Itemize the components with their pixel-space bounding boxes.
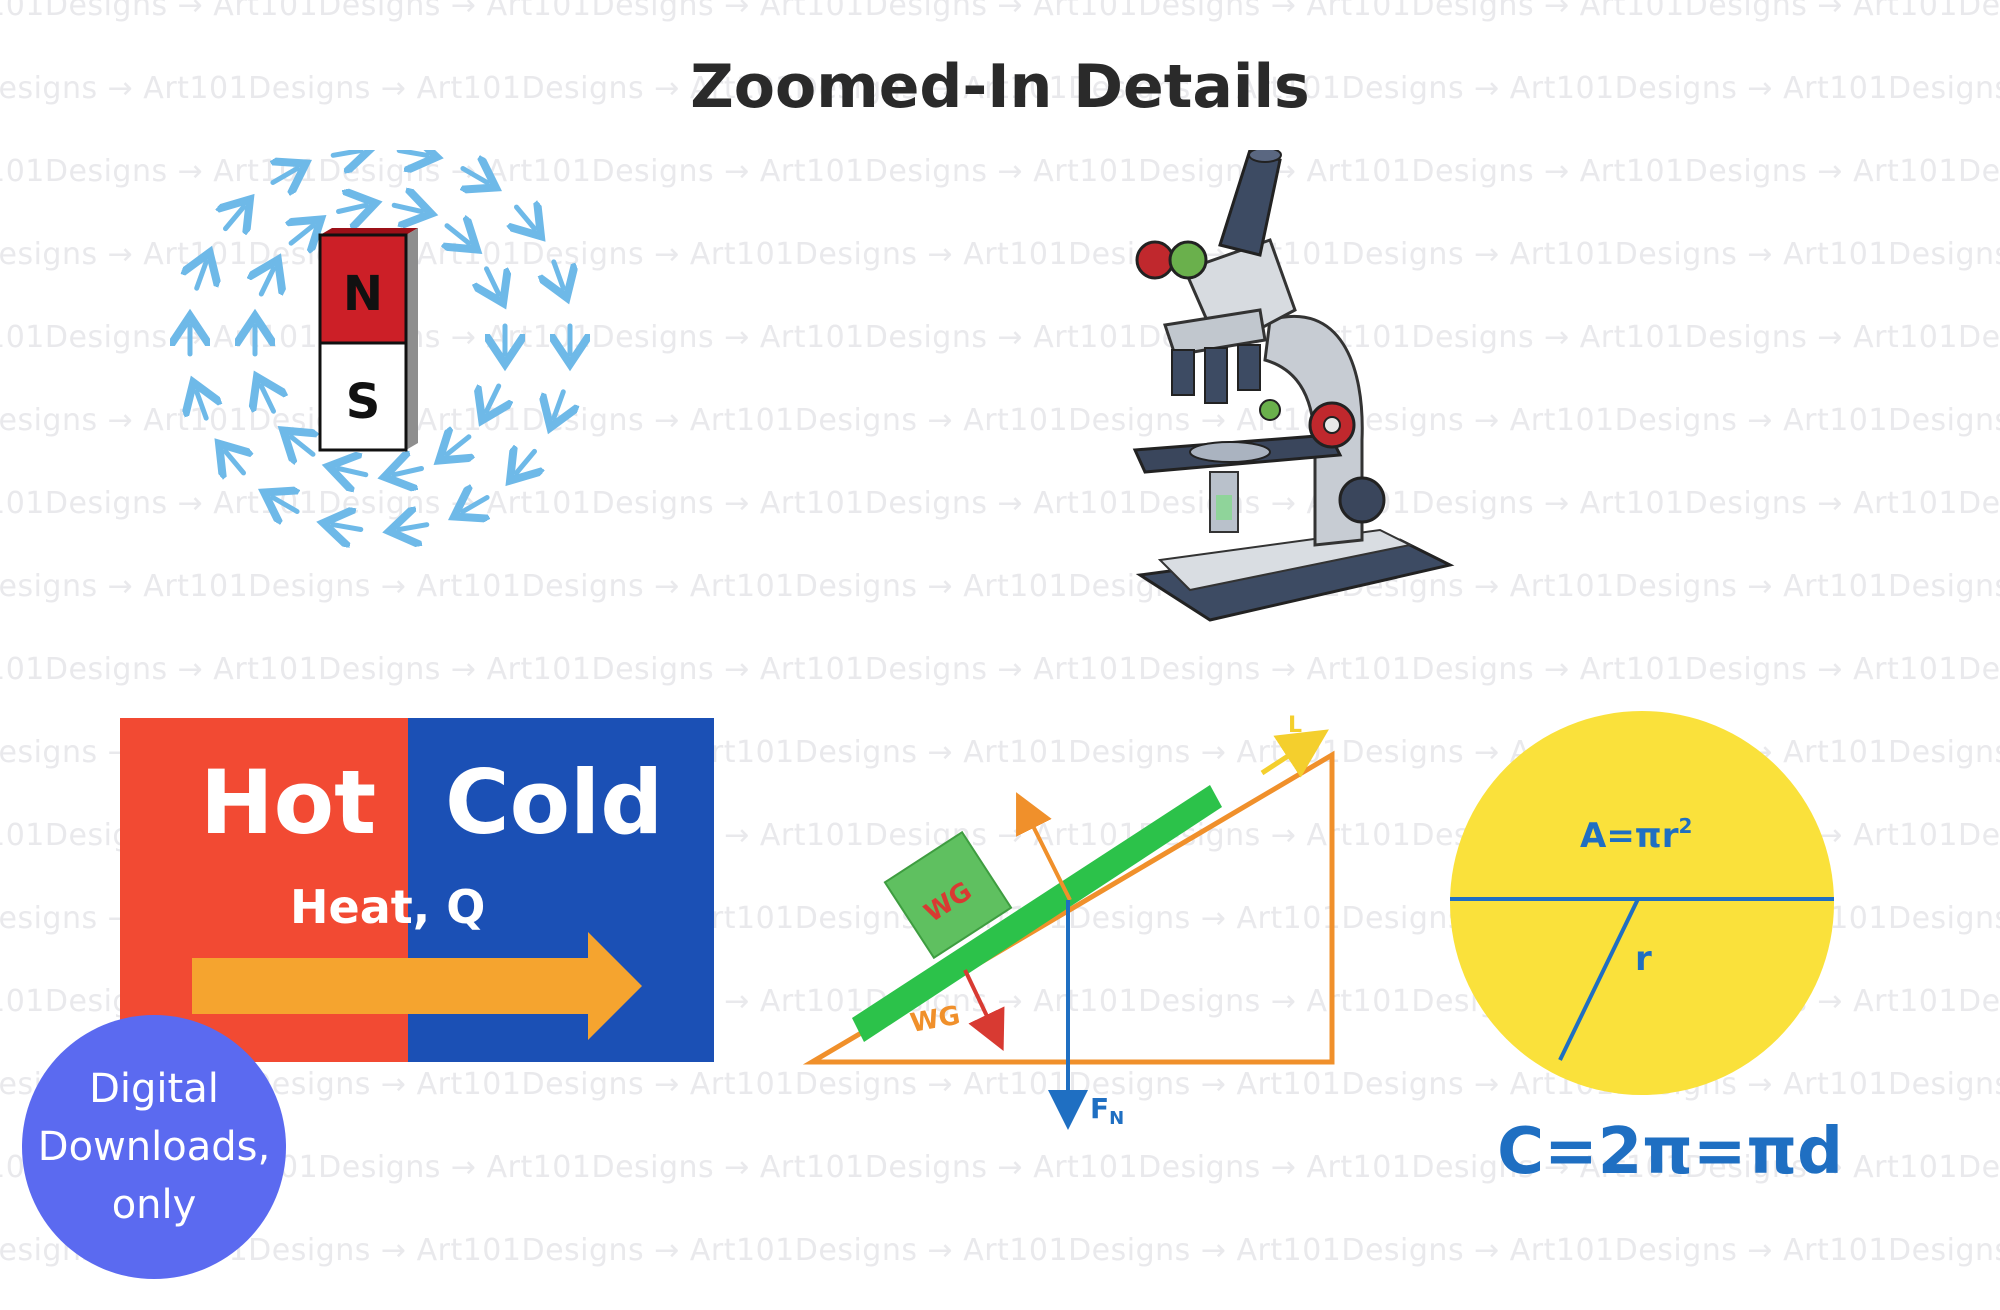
field-arrow <box>261 386 273 414</box>
field-arrow <box>226 451 244 473</box>
field-arrow <box>487 266 499 294</box>
badge-line-2: Downloads, <box>37 1124 271 1170</box>
block <box>883 830 1013 960</box>
field-arrow <box>554 259 564 288</box>
watermark-row: Art101Designs → Art101Designs → Art101De… <box>0 652 2000 687</box>
bar-magnet: N S <box>318 228 418 452</box>
weight-component-arrow <box>963 969 1005 1052</box>
heat-flow-arrow <box>192 932 642 1040</box>
incline-slab <box>852 785 1222 1042</box>
field-arrow <box>273 169 297 183</box>
field-arrow <box>291 226 313 244</box>
radius-label: r <box>1635 939 1652 979</box>
field-arrow <box>394 469 424 475</box>
page-title: Zoomed-In Details <box>690 52 1310 122</box>
hot-label: Hot <box>200 751 376 854</box>
field-arrow <box>396 151 427 156</box>
field-arrow <box>197 392 207 421</box>
circle-formula-diagram: A=πr2 r <box>1430 705 1850 1205</box>
field-arrow <box>554 389 564 418</box>
normal-force-arrow <box>1016 792 1072 901</box>
field-arrow <box>487 383 499 411</box>
field-arrow <box>226 207 244 229</box>
field-arrow <box>517 207 535 229</box>
south-pole-label: S <box>346 374 381 430</box>
incline-triangle <box>802 750 1335 1065</box>
magnetic-field-arrows <box>190 151 570 530</box>
field-arrow <box>197 262 207 291</box>
field-arrow <box>447 437 469 455</box>
watermark-row: Art101Designs → Art101Designs → Art101De… <box>0 0 2000 23</box>
field-arrow <box>291 437 313 455</box>
cold-label: Cold <box>445 751 663 854</box>
field-arrow <box>336 205 366 211</box>
field-arrow <box>330 151 361 156</box>
north-pole-label: N <box>343 266 383 322</box>
field-arrow <box>447 226 469 244</box>
heat-transfer-diagram: Hot Cold Heat, Q <box>120 718 714 1062</box>
watermark-row: Art101Designs → Art101Designs → Art101De… <box>0 1233 2000 1268</box>
microscope-illustration <box>1100 147 1480 640</box>
digital-downloads-badge: Digital Downloads, only <box>22 1015 286 1279</box>
magnet-field-illustration: N S <box>170 150 620 580</box>
field-arrow <box>463 498 487 512</box>
radius-line <box>1558 898 1640 1061</box>
force-label: FN <box>1090 1092 1124 1129</box>
field-arrow <box>339 469 369 475</box>
field-arrow <box>333 525 364 530</box>
heat-flow-label: Heat, Q <box>290 880 485 934</box>
badge-line-1: Digital <box>89 1066 219 1112</box>
length-label: L <box>1288 713 1302 738</box>
circumference-formula: C=2π=πd <box>1497 1115 1843 1189</box>
field-arrow <box>273 498 297 512</box>
badge-line-3: only <box>111 1182 197 1228</box>
circle-shape <box>1450 711 1834 1095</box>
field-arrow <box>261 269 273 297</box>
field-arrow <box>391 205 421 211</box>
field-arrow <box>517 451 535 473</box>
length-arrow <box>1260 729 1329 778</box>
inclined-plane-diagram: WG WG L FN <box>800 700 1340 1130</box>
area-formula: A=πr2 <box>1580 814 1692 856</box>
field-arrow <box>399 525 430 530</box>
field-arrow <box>463 169 487 183</box>
